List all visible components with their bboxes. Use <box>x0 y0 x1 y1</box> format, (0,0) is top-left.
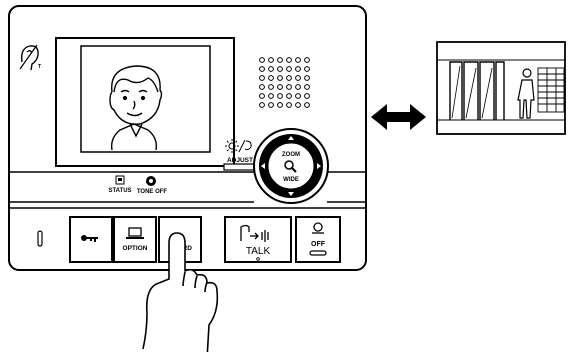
brightness-volume-icon <box>225 139 252 153</box>
talk-indicator <box>256 257 260 261</box>
door-talk-icon <box>240 224 269 242</box>
status-icon <box>115 175 125 185</box>
visitor-face <box>109 65 163 151</box>
hearing-aid-icon: T <box>19 44 41 71</box>
adjust-label: ADJUST <box>227 157 253 164</box>
visitor-figure <box>517 68 535 119</box>
double-arrow-icon <box>371 104 426 130</box>
pointing-hand-icon <box>142 232 219 352</box>
talk-button[interactable]: TALK <box>224 216 292 263</box>
svg-text:T: T <box>38 64 41 70</box>
zoom-label: ZOOM <box>282 152 300 158</box>
status-label: STATUS <box>108 188 131 194</box>
camera-view <box>80 45 211 153</box>
magnifier-icon <box>284 160 297 173</box>
adjust-slider[interactable] <box>223 163 255 171</box>
monitor-unit: T <box>8 5 367 271</box>
wide-label: WIDE <box>283 177 299 183</box>
entrance-scene <box>436 41 566 135</box>
talk-label: TALK <box>246 246 271 257</box>
power-icon <box>312 222 324 234</box>
zoom-dial[interactable]: ZOOM WIDE <box>253 128 329 204</box>
off-indicator <box>309 250 327 256</box>
tone-off-label: TONE OFF <box>137 189 168 195</box>
option-button[interactable]: OPTION <box>113 216 157 263</box>
key-icon <box>81 235 98 242</box>
mailbox-panel <box>537 67 565 113</box>
off-button[interactable]: OFF <box>295 216 341 263</box>
option-label: OPTION <box>123 245 148 252</box>
off-label: OFF <box>311 241 326 248</box>
tone-off-icon <box>146 176 156 186</box>
monitor-icon <box>126 227 144 239</box>
microphone-slot <box>37 230 43 247</box>
door-release-button[interactable] <box>69 216 113 263</box>
speaker-grille <box>259 57 310 108</box>
